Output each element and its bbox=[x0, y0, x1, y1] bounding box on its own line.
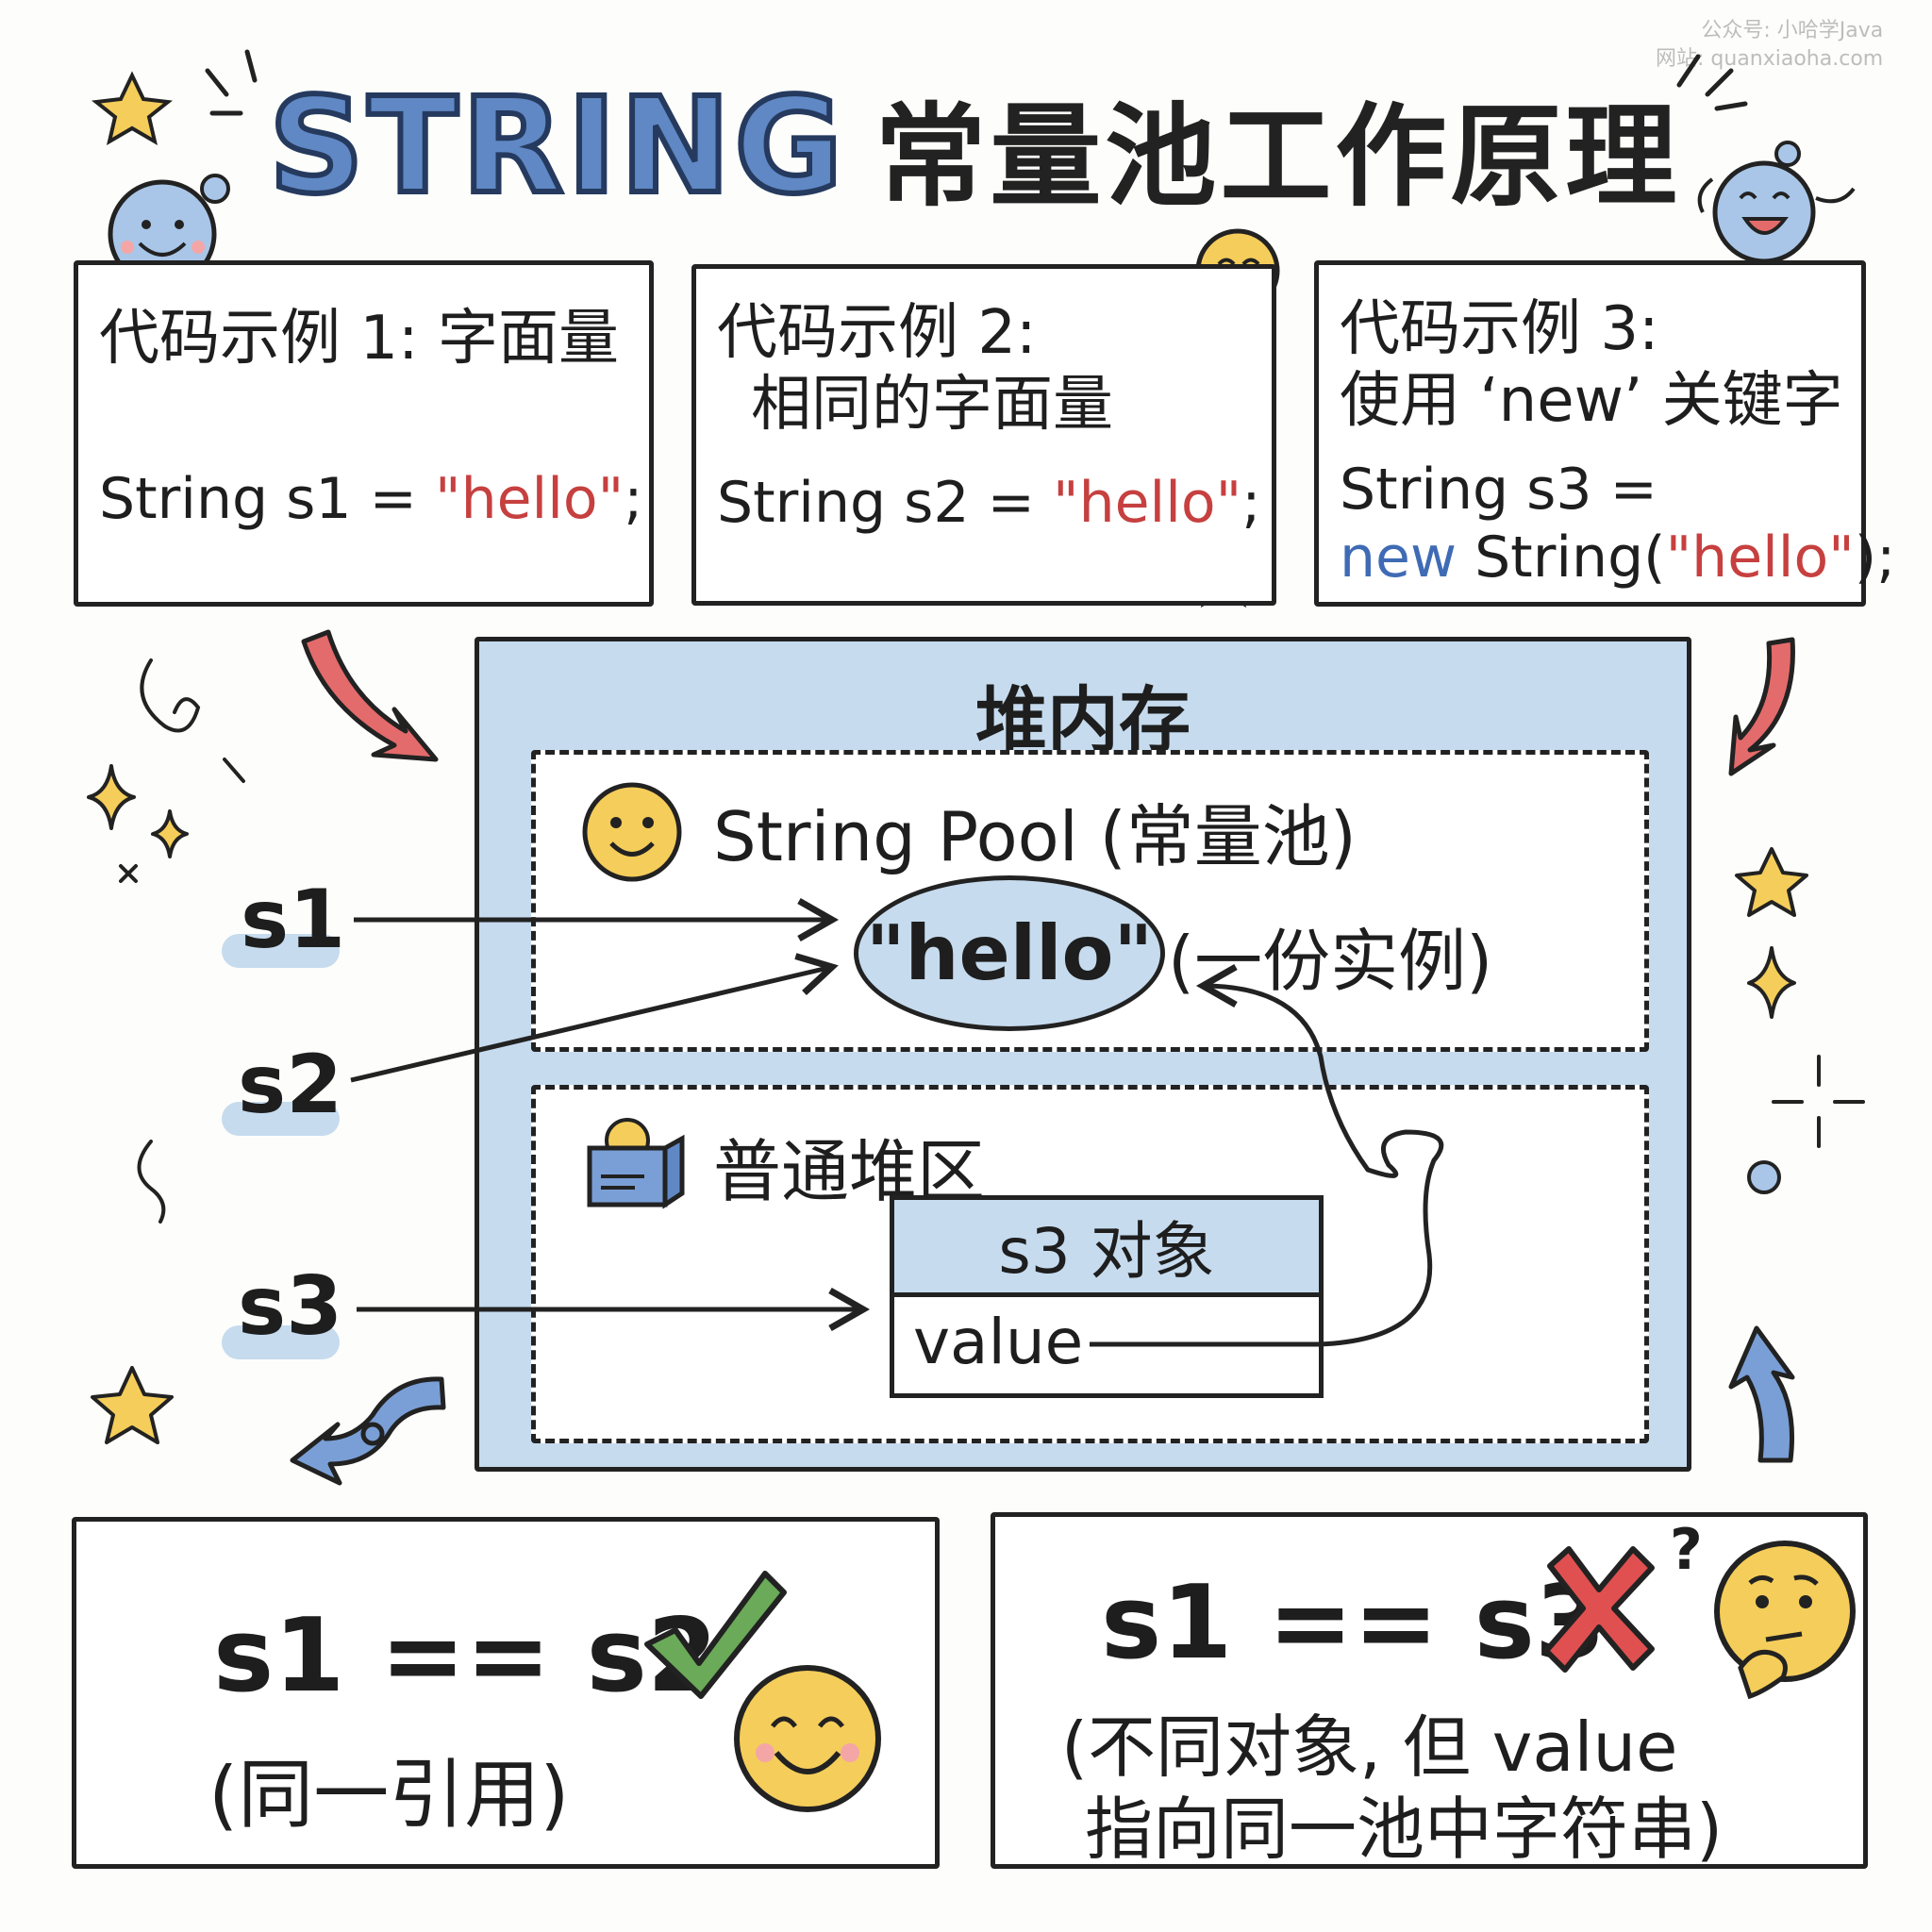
hello-literal-ellipse: "hello" bbox=[854, 875, 1165, 1031]
s3-object-box: s3 对象 value bbox=[890, 1195, 1324, 1398]
star-icon bbox=[92, 71, 173, 146]
example-box-2: 代码示例 2: 相同的字面量 String s2 = "hello"; bbox=[691, 264, 1276, 606]
value-ref-arrow bbox=[1090, 963, 1444, 1347]
result-2-note-line-1: (不同对象, 但 value bbox=[1061, 1707, 1678, 1787]
heap-title: 堆内存 bbox=[975, 678, 1191, 762]
code-prefix: String s2 = bbox=[717, 470, 1053, 536]
s3-object-header: s3 对象 bbox=[894, 1200, 1319, 1297]
blue-smiley-icon bbox=[108, 174, 230, 289]
result-2-expression: s1 == s3 bbox=[1101, 1564, 1607, 1682]
dot-icon bbox=[1747, 1160, 1781, 1194]
box-icon bbox=[587, 1118, 685, 1209]
variable-s2: s2 bbox=[238, 1038, 343, 1132]
happy-smiley-icon bbox=[734, 1665, 881, 1812]
string-pool-title: String Pool (常量池) bbox=[713, 797, 1357, 876]
result-2-note-line-2: 指向同一池中字符串) bbox=[1085, 1790, 1724, 1869]
result-1-expression: s1 == s2 bbox=[213, 1597, 719, 1715]
s3-object-title: s3 对象 bbox=[998, 1215, 1215, 1288]
example-box-3: 代码示例 3: 使用 ‘new’ 关键字 String s3 = new Str… bbox=[1314, 260, 1895, 607]
check-icon bbox=[644, 1571, 787, 1699]
value-field: value bbox=[913, 1306, 1084, 1378]
title-english: STRING bbox=[266, 67, 847, 226]
example-2-header-line-2: 相同的字面量 bbox=[751, 370, 1113, 440]
s2-arrow bbox=[350, 953, 839, 1083]
example-3-header-line-1: 代码示例 3: bbox=[1340, 294, 1659, 364]
heap-memory-box: 堆内存 String Pool (常量池) "hello" (一份实例) 普通堆… bbox=[475, 637, 1691, 1472]
string-literal: "hello" bbox=[435, 466, 625, 532]
variable-s1: s1 bbox=[241, 873, 346, 967]
example-1-header: 代码示例 1: 字面量 bbox=[99, 304, 619, 374]
doodle-lines-icon bbox=[119, 658, 1865, 1224]
hello-literal-text: "hello" bbox=[865, 909, 1154, 997]
blue-curve-arrow-right-icon bbox=[1728, 1325, 1795, 1463]
new-keyword: new bbox=[1340, 525, 1457, 591]
string-literal: "hello" bbox=[1665, 525, 1855, 591]
string-pool-region: String Pool (常量池) "hello" (一份实例) bbox=[531, 750, 1649, 1052]
cross-icon bbox=[1543, 1546, 1655, 1673]
code-suffix: ; bbox=[624, 466, 643, 532]
smiley-icon bbox=[582, 782, 682, 882]
example-1-code: String s1 = "hello"; bbox=[99, 463, 642, 535]
red-curve-arrow-right-icon bbox=[1728, 637, 1795, 776]
watermark-line-1: 公众号: 小哈学Java bbox=[1701, 19, 1884, 42]
blue-curve-arrow-left-icon bbox=[290, 1376, 446, 1486]
question-mark: ? bbox=[1670, 1517, 1703, 1583]
example-3-code-line-2: new String("hello"); bbox=[1340, 522, 1895, 593]
page-title: STRING 常量池工作原理 bbox=[266, 66, 1681, 226]
title-chinese: 常量池工作原理 bbox=[874, 91, 1681, 222]
variable-s3: s3 bbox=[238, 1259, 343, 1354]
example-2-code: String s2 = "hello"; bbox=[717, 467, 1260, 539]
s3-highlight bbox=[222, 1325, 340, 1359]
sparkle-icon bbox=[87, 764, 1796, 1019]
s1-highlight bbox=[222, 934, 340, 968]
red-curve-arrow-left-icon bbox=[301, 629, 439, 762]
watermark: 公众号: 小哈学Java 网站: quanxiaoha.com bbox=[1656, 17, 1883, 74]
result-1-note: (同一引用) bbox=[208, 1751, 570, 1839]
string-literal: "hello" bbox=[1053, 470, 1242, 536]
normal-heap-region: 普通堆区 s3 对象 value bbox=[531, 1085, 1649, 1443]
star-icon bbox=[91, 847, 1808, 1444]
example-3-header-line-2: 使用 ‘new’ 关键字 bbox=[1340, 366, 1843, 436]
code-suffix: ); bbox=[1854, 525, 1896, 591]
example-2-header-line-1: 代码示例 2: bbox=[717, 298, 1037, 368]
spark-lines-icon bbox=[205, 49, 1748, 116]
result-box-equal: s1 == s2 (同一引用) bbox=[72, 1517, 940, 1869]
s2-highlight bbox=[222, 1102, 340, 1136]
code-mid: String( bbox=[1457, 525, 1666, 591]
thinking-face-icon bbox=[1714, 1541, 1856, 1700]
code-prefix: String s1 = bbox=[99, 466, 435, 532]
code-suffix: ; bbox=[1241, 470, 1261, 536]
result-box-not-equal: s1 == s3 ? (不同对象, 但 value 指向同一池中字符串) bbox=[991, 1512, 1868, 1869]
example-3-code-line-1: String s3 = bbox=[1340, 457, 1657, 523]
example-box-1: 代码示例 1: 字面量 String s1 = "hello"; bbox=[74, 260, 654, 607]
